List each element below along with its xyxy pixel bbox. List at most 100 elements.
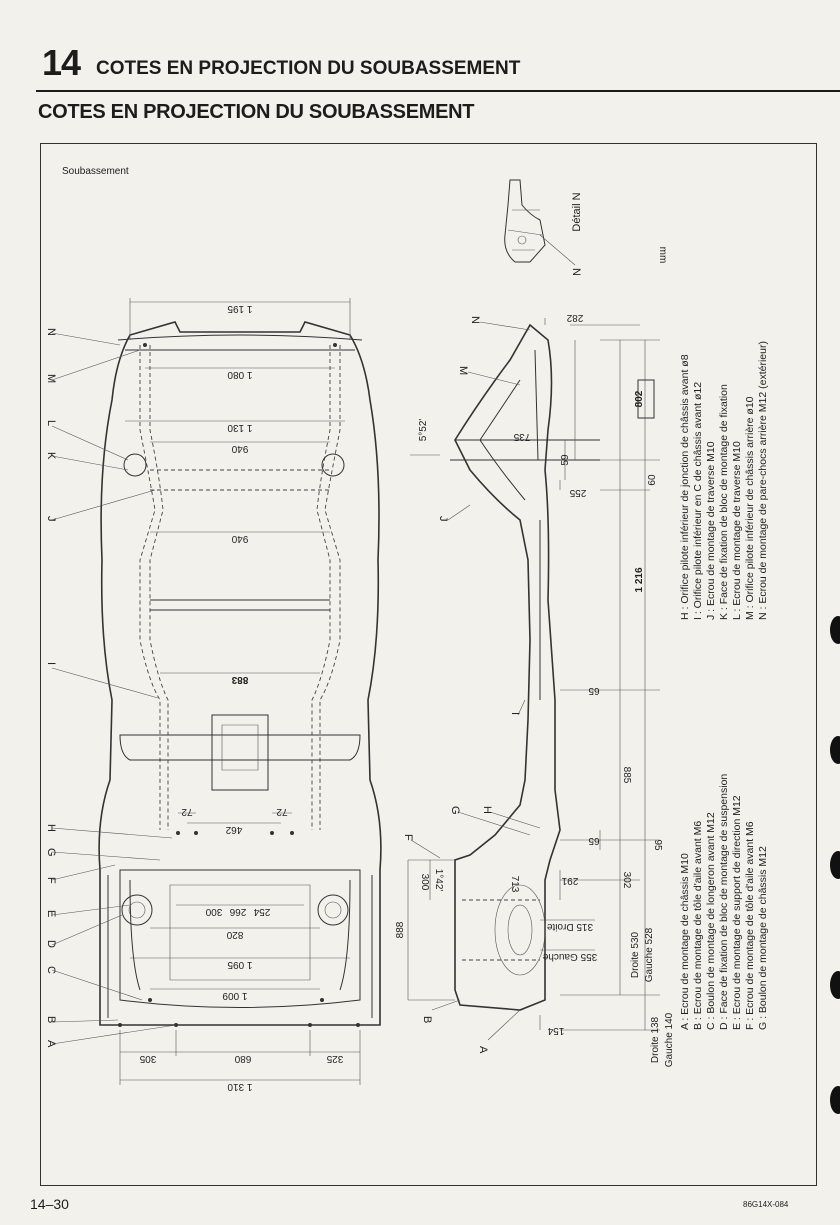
binder-holes — [830, 616, 840, 1114]
detail-title: Détail N — [571, 192, 583, 231]
dim-gauche-140: Gauche 140 — [664, 1012, 675, 1067]
dim-820: 820 — [226, 929, 243, 940]
side-letter-f: F — [402, 834, 414, 841]
dim-300: 300 — [205, 906, 222, 917]
legend-j: J : Ecrou de montage de traverse M10 — [705, 441, 717, 620]
plan-letter-m: M — [45, 374, 57, 383]
side-letter-g: G — [449, 806, 461, 815]
side-letter-h: H — [481, 806, 493, 814]
legend-n: N : Ecrou de montage de pare-chocs arriè… — [757, 341, 769, 620]
page-number: 14–30 — [30, 1196, 69, 1212]
chapter-number: 14 — [42, 42, 81, 83]
side-letter-b: B — [421, 1016, 433, 1023]
plan-letter-h: H — [45, 824, 57, 832]
dim-65-a: 65 — [588, 685, 600, 696]
legend-c: C : Boulon de montage de longeron avant … — [705, 812, 717, 1030]
legend-g: G : Boulon de montage de châssis M12 — [757, 846, 769, 1030]
side-letter-n: N — [469, 316, 481, 324]
plan-letter-l: L — [45, 420, 57, 426]
dim-300-side: 300 — [419, 874, 430, 891]
legend-d: D : Face de fixation de bloc de montage … — [718, 774, 730, 1030]
dim-60: 60 — [647, 474, 658, 486]
legend-a: A : Ecrou de montage de châssis M10 — [679, 853, 691, 1030]
plan-letter-i: I — [45, 662, 57, 665]
legend-l: L : Ecrou de montage de traverse M10 — [731, 441, 743, 620]
side-view: 282 802 735 5°52' 59 60 255 1 216 65 885… — [395, 247, 675, 1068]
dim-291: 291 — [561, 875, 578, 886]
dim-940-b: 940 — [231, 533, 248, 544]
reference-code: 86G14X-084 — [743, 1200, 789, 1209]
dim-883: 883 — [231, 674, 248, 685]
dim-droite-530: Droite 530 — [630, 931, 641, 978]
dim-255: 255 — [569, 487, 586, 498]
plan-letter-f: F — [45, 877, 57, 884]
dim-315-droite: 315 Droite — [546, 921, 593, 932]
side-letter-m: M — [457, 366, 469, 375]
plan-letter-c: C — [45, 966, 57, 974]
dim-885: 885 — [621, 767, 632, 784]
dim-282: 282 — [566, 312, 583, 323]
legend-left: A : Ecrou de montage de châssis M10 B : … — [679, 774, 769, 1030]
dim-888: 888 — [395, 921, 406, 938]
dim-65-b: 65 — [588, 835, 600, 846]
unit-mm: mm — [657, 247, 668, 264]
dim-1009: 1 009 — [222, 990, 247, 1001]
detail-letter-n: N — [570, 268, 582, 276]
dim-802: 802 — [634, 390, 645, 407]
dim-95: 95 — [652, 839, 663, 851]
legend-h: H : Orifice pilote inférieur de jonction… — [679, 354, 691, 620]
header-rule — [36, 90, 840, 92]
dim-355-gauche: 355 Gauche — [542, 951, 597, 962]
chapter-title: COTES EN PROJECTION DU SOUBASSEMENT — [96, 58, 521, 79]
dim-1080: 1 080 — [227, 369, 252, 380]
dim-940-a: 940 — [231, 443, 248, 454]
legend-m: M : Orifice pilote inférieur de châssis … — [744, 396, 756, 620]
dim-droite-138: Droite 138 — [650, 1016, 661, 1063]
dim-59: 59 — [560, 454, 571, 466]
section-title: COTES EN PROJECTION DU SOUBASSEMENT — [38, 101, 475, 123]
side-letter-j: J — [437, 516, 449, 522]
legend-e: E : Ecrou de montage de support de direc… — [731, 795, 743, 1030]
dim-713: 713 — [509, 876, 520, 893]
dim-462: 462 — [225, 824, 242, 835]
legend-b: B : Ecrou de montage de tôle d'aile avan… — [692, 821, 704, 1030]
legend-i: I : Orifice pilote inférieur en C de châ… — [692, 382, 704, 620]
plan-letter-e: E — [45, 910, 57, 917]
dim-325: 325 — [326, 1053, 343, 1064]
plan-letter-k: K — [45, 452, 57, 460]
dim-gauche-528: Gauche 528 — [644, 927, 655, 982]
plan-letter-j: J — [45, 516, 57, 522]
legend-k: K : Face de fixation de bloc de montage … — [718, 384, 730, 620]
dim-154: 154 — [547, 1025, 564, 1036]
plan-letter-n: N — [45, 328, 57, 336]
plan-letter-d: D — [45, 940, 57, 948]
dim-305: 305 — [139, 1053, 156, 1064]
legend-right: H : Orifice pilote inférieur de jonction… — [679, 341, 769, 620]
plan-letter-g: G — [45, 848, 57, 857]
dim-302: 302 — [621, 872, 632, 889]
dim-552: 5°52' — [418, 419, 429, 442]
dim-72-b: 72 — [276, 806, 288, 817]
dim-735: 735 — [513, 431, 530, 442]
dim-72-a: 72 — [181, 806, 193, 817]
side-letter-a: A — [477, 1046, 489, 1054]
dim-1-42: 1°42' — [433, 869, 444, 892]
dim-1195: 1 195 — [227, 303, 252, 314]
chapter-header: 14 COTES EN PROJECTION DU SOUBASSEMENT — [36, 40, 836, 92]
dim-254: 254 — [253, 906, 270, 917]
dim-680: 680 — [234, 1053, 251, 1064]
drawing-frame — [40, 143, 817, 1186]
frame-label: Soubassement — [62, 166, 129, 177]
dim-1310: 1 310 — [227, 1081, 252, 1092]
detail-n: Détail N N — [504, 179, 583, 276]
plan-letter-b: B — [45, 1016, 57, 1023]
legend-f: F : Ecrou de montage de tôle d'aile avan… — [744, 821, 756, 1030]
dim-1095: 1 095 — [227, 959, 252, 970]
dim-1130: 1 130 — [227, 422, 252, 433]
plan-view: 1 195 1 080 1 130 940 940 883 72 72 462 … — [45, 298, 382, 1092]
dim-266: 266 — [229, 906, 246, 917]
side-letter-i: I — [509, 712, 521, 715]
dim-1216: 1 216 — [634, 567, 645, 592]
plan-letter-a: A — [45, 1040, 57, 1048]
